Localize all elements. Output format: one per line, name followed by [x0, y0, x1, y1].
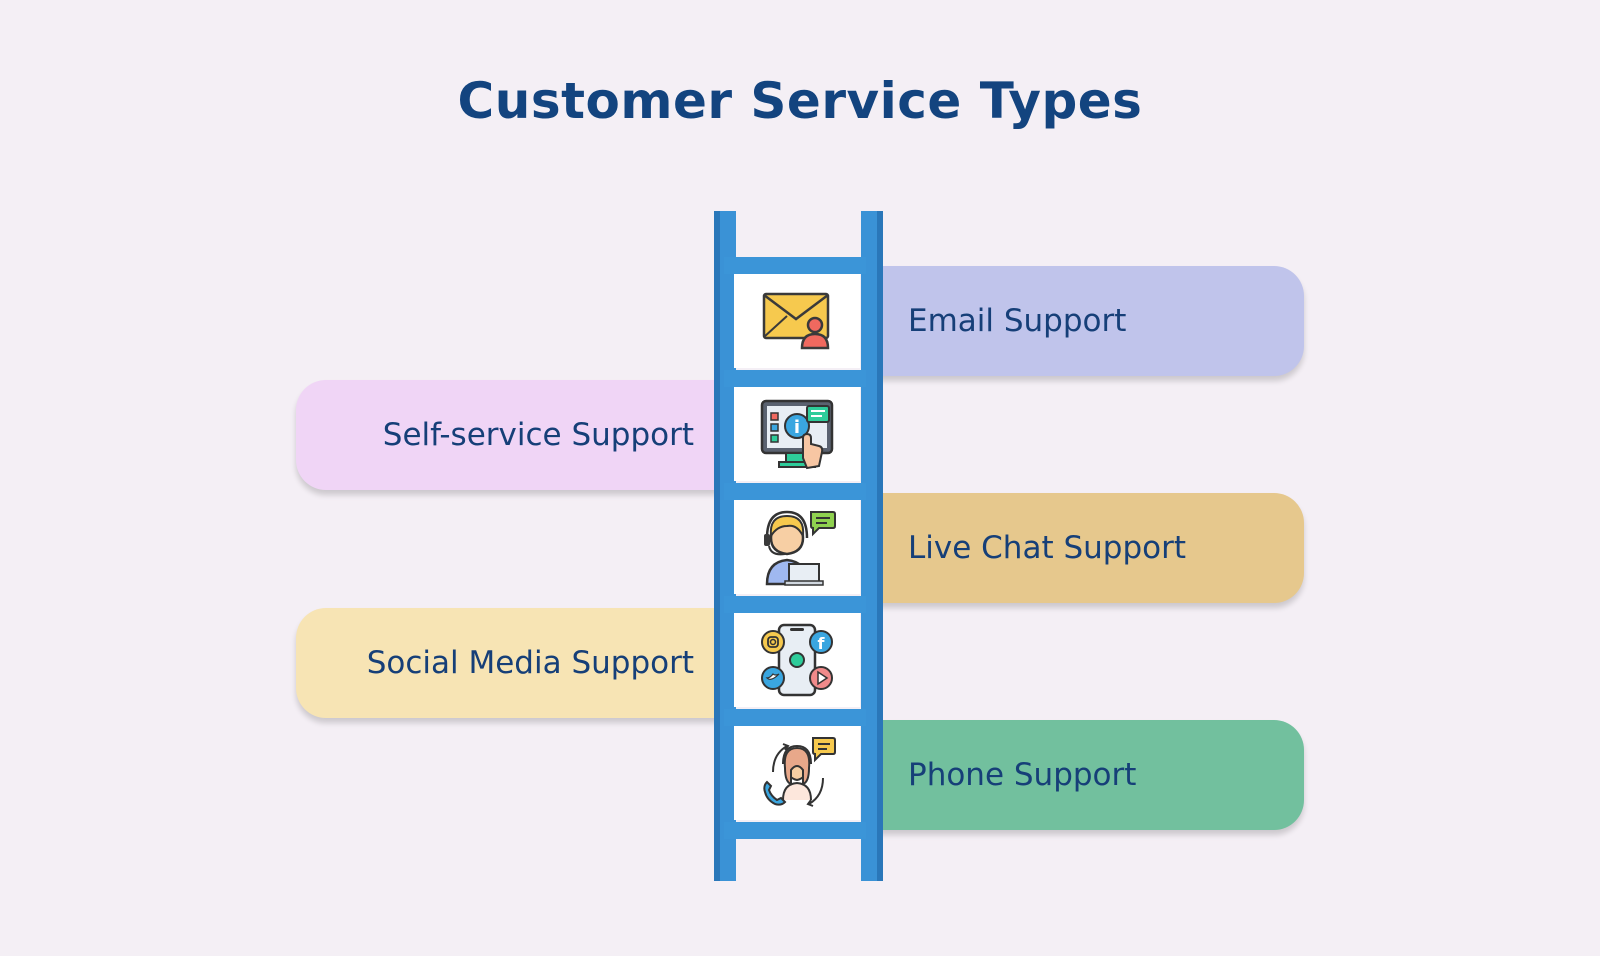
ladder-rail-left — [714, 211, 736, 881]
card-label: Phone Support — [908, 757, 1137, 793]
ladder-rung — [724, 483, 866, 500]
ladder-cell-live-chat — [734, 500, 860, 594]
card-label: Email Support — [908, 303, 1127, 339]
card-email-support: Email Support — [870, 266, 1304, 376]
social-media-phone-icon: f — [761, 623, 833, 697]
svg-text:i: i — [794, 417, 800, 438]
ladder-rung — [724, 370, 866, 387]
ladder-rung — [724, 709, 866, 726]
card-phone-support: Phone Support — [870, 720, 1304, 830]
page-title: Customer Service Types — [457, 72, 1143, 130]
agent-headset-chat-icon — [764, 510, 836, 586]
svg-text:f: f — [818, 634, 826, 653]
ladder-rung — [724, 257, 866, 274]
ladder-rung — [724, 596, 866, 613]
card-live-chat-support: Live Chat Support — [870, 493, 1304, 603]
ladder-cell-self-service: i — [734, 387, 860, 481]
envelope-user-icon — [762, 292, 830, 350]
ladder-rail-right — [861, 211, 883, 881]
card-social-media-support: Social Media Support — [296, 608, 724, 718]
card-label: Social Media Support — [366, 645, 694, 681]
ladder-cell-social-media: f — [734, 613, 860, 707]
info-kiosk-icon: i — [760, 399, 834, 470]
ladder-cell-email — [734, 274, 860, 368]
ladder-rung — [724, 822, 866, 839]
ladder-cell-phone — [734, 726, 860, 820]
phone-agent-icon — [763, 737, 836, 807]
card-label: Live Chat Support — [908, 530, 1187, 566]
card-label: Self-service Support — [382, 417, 694, 453]
card-self-service-support: Self-service Support — [296, 380, 724, 490]
